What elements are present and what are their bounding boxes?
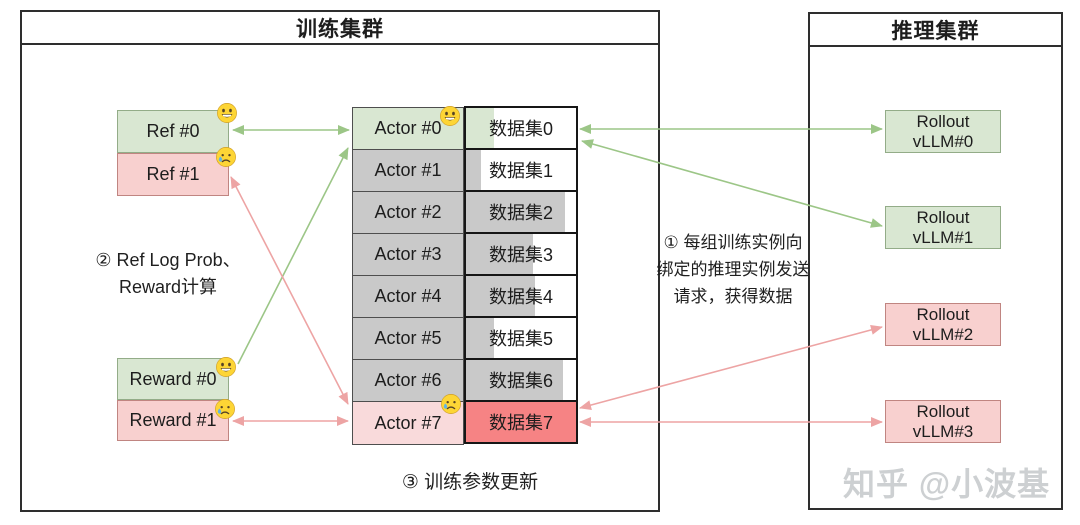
dataset-label-1: 数据集1: [488, 161, 553, 181]
ref-1-node: Ref #1: [117, 153, 229, 196]
actor-column: Actor #0 Actor #1 Actor #2 Actor #3 Acto…: [352, 107, 464, 445]
dataset-progress-6: [466, 360, 563, 400]
crying-emoji-icon: [441, 394, 461, 414]
actor-row-5: Actor #5: [353, 318, 463, 360]
dataset-label-0: 数据集0: [488, 119, 553, 139]
happy-emoji-icon: [217, 103, 237, 123]
dataset-label-4: 数据集4: [488, 287, 553, 307]
dataset-label-7: 数据集7: [488, 413, 553, 433]
step2-annotation: ② Ref Log Prob、 Reward计算: [95, 250, 241, 297]
dataset-label-6: 数据集6: [488, 371, 553, 391]
rollout-2-line1: Rollout: [916, 304, 970, 324]
ref-0-node: Ref #0: [117, 110, 229, 153]
dataset-cell-0: 数据集0: [466, 108, 576, 150]
rollout-vllm-1-node: Rollout vLLM#1: [885, 206, 1001, 249]
dataset-progress-7: [466, 402, 576, 442]
dataset-cell-3: 数据集3: [466, 234, 576, 276]
dataset-cell-5: 数据集5: [466, 318, 576, 360]
step3-annotation: ③ 训练参数更新: [401, 472, 539, 493]
actor-row-0: Actor #0: [353, 108, 463, 150]
crying-emoji-icon: [215, 399, 235, 419]
watermark-text: 知乎 @小波基: [843, 466, 1051, 502]
actor-row-1: Actor #1: [353, 150, 463, 192]
actor-row-4: Actor #4: [353, 276, 463, 318]
dataset-cell-1: 数据集1: [466, 150, 576, 192]
dataset-label-2: 数据集2: [488, 203, 553, 223]
happy-emoji-icon: [440, 106, 460, 126]
actor-row-6: Actor #6: [353, 360, 463, 402]
dataset-progress-0: [466, 108, 494, 148]
actor-row-2: Actor #2: [353, 192, 463, 234]
rollout-1-line1: Rollout: [916, 207, 970, 227]
inference-cluster-title: 推理集群: [810, 14, 1061, 47]
dataset-cell-2: 数据集2: [466, 192, 576, 234]
dataset-progress-5: [466, 318, 494, 358]
crying-emoji-icon: [216, 147, 236, 167]
reward-0-node: Reward #0: [117, 358, 229, 400]
dataset-cell-6: 数据集6: [466, 360, 576, 402]
dataset-label-5: 数据集5: [488, 329, 553, 349]
dataset-progress-2: [466, 192, 565, 232]
rollout-3-line1: Rollout: [916, 401, 970, 421]
dataset-cell-4: 数据集4: [466, 276, 576, 318]
rollout-3-line2: vLLM#3: [912, 421, 974, 441]
rollout-0-line1: Rollout: [916, 111, 970, 131]
step1-annotation: ① 每组训练实例向 绑定的推理实例发送 请求，获得数据: [656, 233, 810, 306]
rollout-2-line2: vLLM#2: [912, 324, 974, 344]
inference-cluster-box: 推理集群: [808, 12, 1063, 510]
dataset-progress-1: [466, 150, 482, 190]
dataset-progress-3: [466, 234, 534, 274]
rollout-vllm-0-node: Rollout vLLM#0: [885, 110, 1001, 153]
rollout-vllm-3-node: Rollout vLLM#3: [885, 400, 1001, 443]
dataset-progress-4: [466, 276, 536, 316]
training-cluster-title: 训练集群: [22, 12, 658, 45]
rollout-1-line2: vLLM#1: [912, 227, 974, 247]
rollout-vllm-2-node: Rollout vLLM#2: [885, 303, 1001, 346]
rollout-0-line2: vLLM#0: [912, 131, 974, 151]
reward-1-node: Reward #1: [117, 400, 229, 441]
happy-emoji-icon: [216, 357, 236, 377]
actor-row-3: Actor #3: [353, 234, 463, 276]
dataset-cell-7: 数据集7: [466, 402, 576, 442]
dataset-column: 数据集0 数据集1 数据集2 数据集3 数据集4 数据集5 数据集6 数据集7: [464, 106, 578, 444]
dataset-label-3: 数据集3: [488, 245, 553, 265]
